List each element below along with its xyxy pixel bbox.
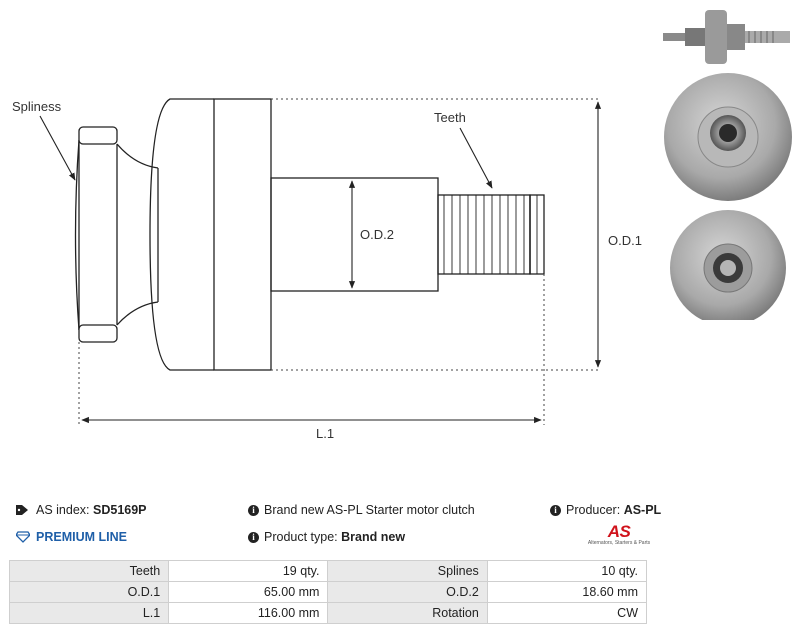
spec-value: 116.00 mm [168,602,329,624]
table-row: L.1 116.00 mm Rotation CW [8,602,648,624]
producer: i Producer: AS-PL [550,503,661,517]
description: i Brand new AS-PL Starter motor clutch [248,503,475,517]
table-row: Teeth 19 qty. Splines 10 qty. [8,560,648,582]
table-row: O.D.1 65.00 mm O.D.2 18.60 mm [8,581,648,603]
tag-icon [16,505,28,515]
technical-drawing: Spliness Teeth O.D.1 O.D.2 L.1 [12,98,642,441]
info-icon: i [248,504,259,516]
spec-value: 19 qty. [168,560,329,582]
label-l1: L.1 [316,426,334,441]
clutch-drawing: Spliness Teeth O.D.1 O.D.2 L.1 [12,98,642,441]
as-index-label: AS index: [36,503,90,517]
spec-label: O.D.1 [8,581,170,603]
spec-value: 10 qty. [486,560,648,582]
product-type: i Product type: Brand new [248,530,405,544]
as-index: AS index: SD5169P [16,503,147,517]
product-type-label: Product type: [264,530,338,544]
as-index-value: SD5169P [93,503,147,517]
spec-label: L.1 [8,602,170,624]
specs-table: Teeth 19 qty. Splines 10 qty. O.D.1 65.0… [8,560,648,624]
spec-value: 65.00 mm [168,581,329,603]
product-photo-front [664,73,792,201]
as-pl-logo: AS Alternators, Starters & Parts [584,523,654,553]
spec-label: Teeth [8,560,170,582]
logo-tagline: Alternators, Starters & Parts [587,540,651,546]
info-icon: i [550,504,561,516]
product-photos [655,0,800,320]
spec-label: Rotation [327,602,488,624]
label-spliness: Spliness [12,99,62,114]
product-type-value: Brand new [341,530,406,544]
info-icon: i [248,531,259,543]
label-od1: O.D.1 [608,233,642,248]
premium-line: PREMIUM LINE [16,530,127,544]
spec-label: Splines [327,560,488,582]
label-teeth: Teeth [434,110,466,125]
product-photo-side [663,10,792,320]
producer-value: AS-PL [623,503,662,517]
diamond-icon [16,531,30,543]
producer-label: Producer: [566,503,621,517]
logo-mark: AS [607,522,631,541]
product-info: AS index: SD5169P PREMIUM LINE i Brand n… [16,503,661,553]
label-od2: O.D.2 [360,227,394,242]
product-photo-rear [670,210,786,320]
spec-value: CW [486,602,648,624]
spec-label: O.D.2 [327,581,488,603]
premium-line-label: PREMIUM LINE [36,530,127,544]
spec-value: 18.60 mm [486,581,648,603]
description-text: Brand new AS-PL Starter motor clutch [264,503,475,517]
